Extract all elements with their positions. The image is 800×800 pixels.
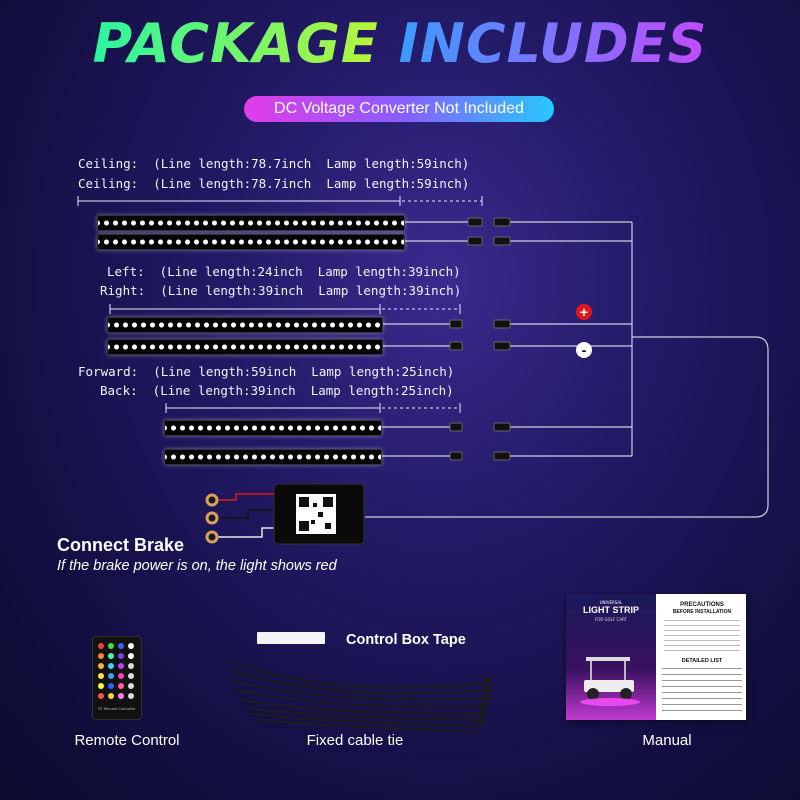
caption-remote: Remote Control [74,732,180,749]
spec-left: Left: (Line length:24inch Lamp length:39… [107,264,461,279]
positive-icon: + [576,304,592,320]
negative-icon: - [576,342,592,358]
manual-image: UNIVERSAL LIGHT STRIP FOR GOLF CART PREC… [566,594,746,720]
manual-cover-line2: LIGHT STRIP [583,605,639,615]
tape-label: Control Box Tape [346,632,466,648]
led-strip-right [107,339,383,355]
remote-buttons [98,643,134,699]
caption-manual: Manual [642,732,692,749]
notice-pill: DC Voltage Converter Not Included [244,96,554,122]
led-strip-back [164,449,382,465]
page-title: PACKAGE INCLUDES [0,12,800,75]
spec-ceiling-2: Ceiling: (Line length:78.7inch Lamp leng… [78,176,470,191]
manual-detailed-list: DETAILED LIST [681,658,723,664]
remote-control: RF Remote Controller [92,636,142,720]
spec-ceiling-1: Ceiling: (Line length:78.7inch Lamp leng… [78,156,470,171]
led-strip-ceiling-1 [97,215,405,231]
spec-forward: Forward: (Line length:59inch Lamp length… [78,364,455,379]
remote-label: RF Remote Controller [98,707,136,711]
brake-subtitle: If the brake power is on, the light show… [57,558,337,574]
spec-right: Right: (Line length:39inch Lamp length:3… [100,283,462,298]
manual-list-table [662,668,742,712]
title-word-includes: INCLUDES [398,12,708,75]
caption-cable-tie: Fixed cable tie [306,732,404,749]
manual-precautions: PRECAUTIONS [680,602,724,608]
manual-cover-line3: FOR GOLF CART [594,617,627,622]
led-strip-ceiling-2 [97,234,405,250]
manual-precautions-sub: BEFORE INSTALLATION [672,609,732,615]
brake-title: Connect Brake [57,535,185,555]
golf-cart-icon [580,657,640,706]
manual-cover: UNIVERSAL LIGHT STRIP FOR GOLF CART [566,594,656,720]
title-word-package: PACKAGE [92,12,379,75]
led-strip-left [107,317,383,333]
manual-text-lines [664,620,740,654]
spec-back: Back: (Line length:39inch Lamp length:25… [100,383,454,398]
led-strip-forward [164,420,382,436]
manual-cover-line1: UNIVERSAL [599,600,623,605]
